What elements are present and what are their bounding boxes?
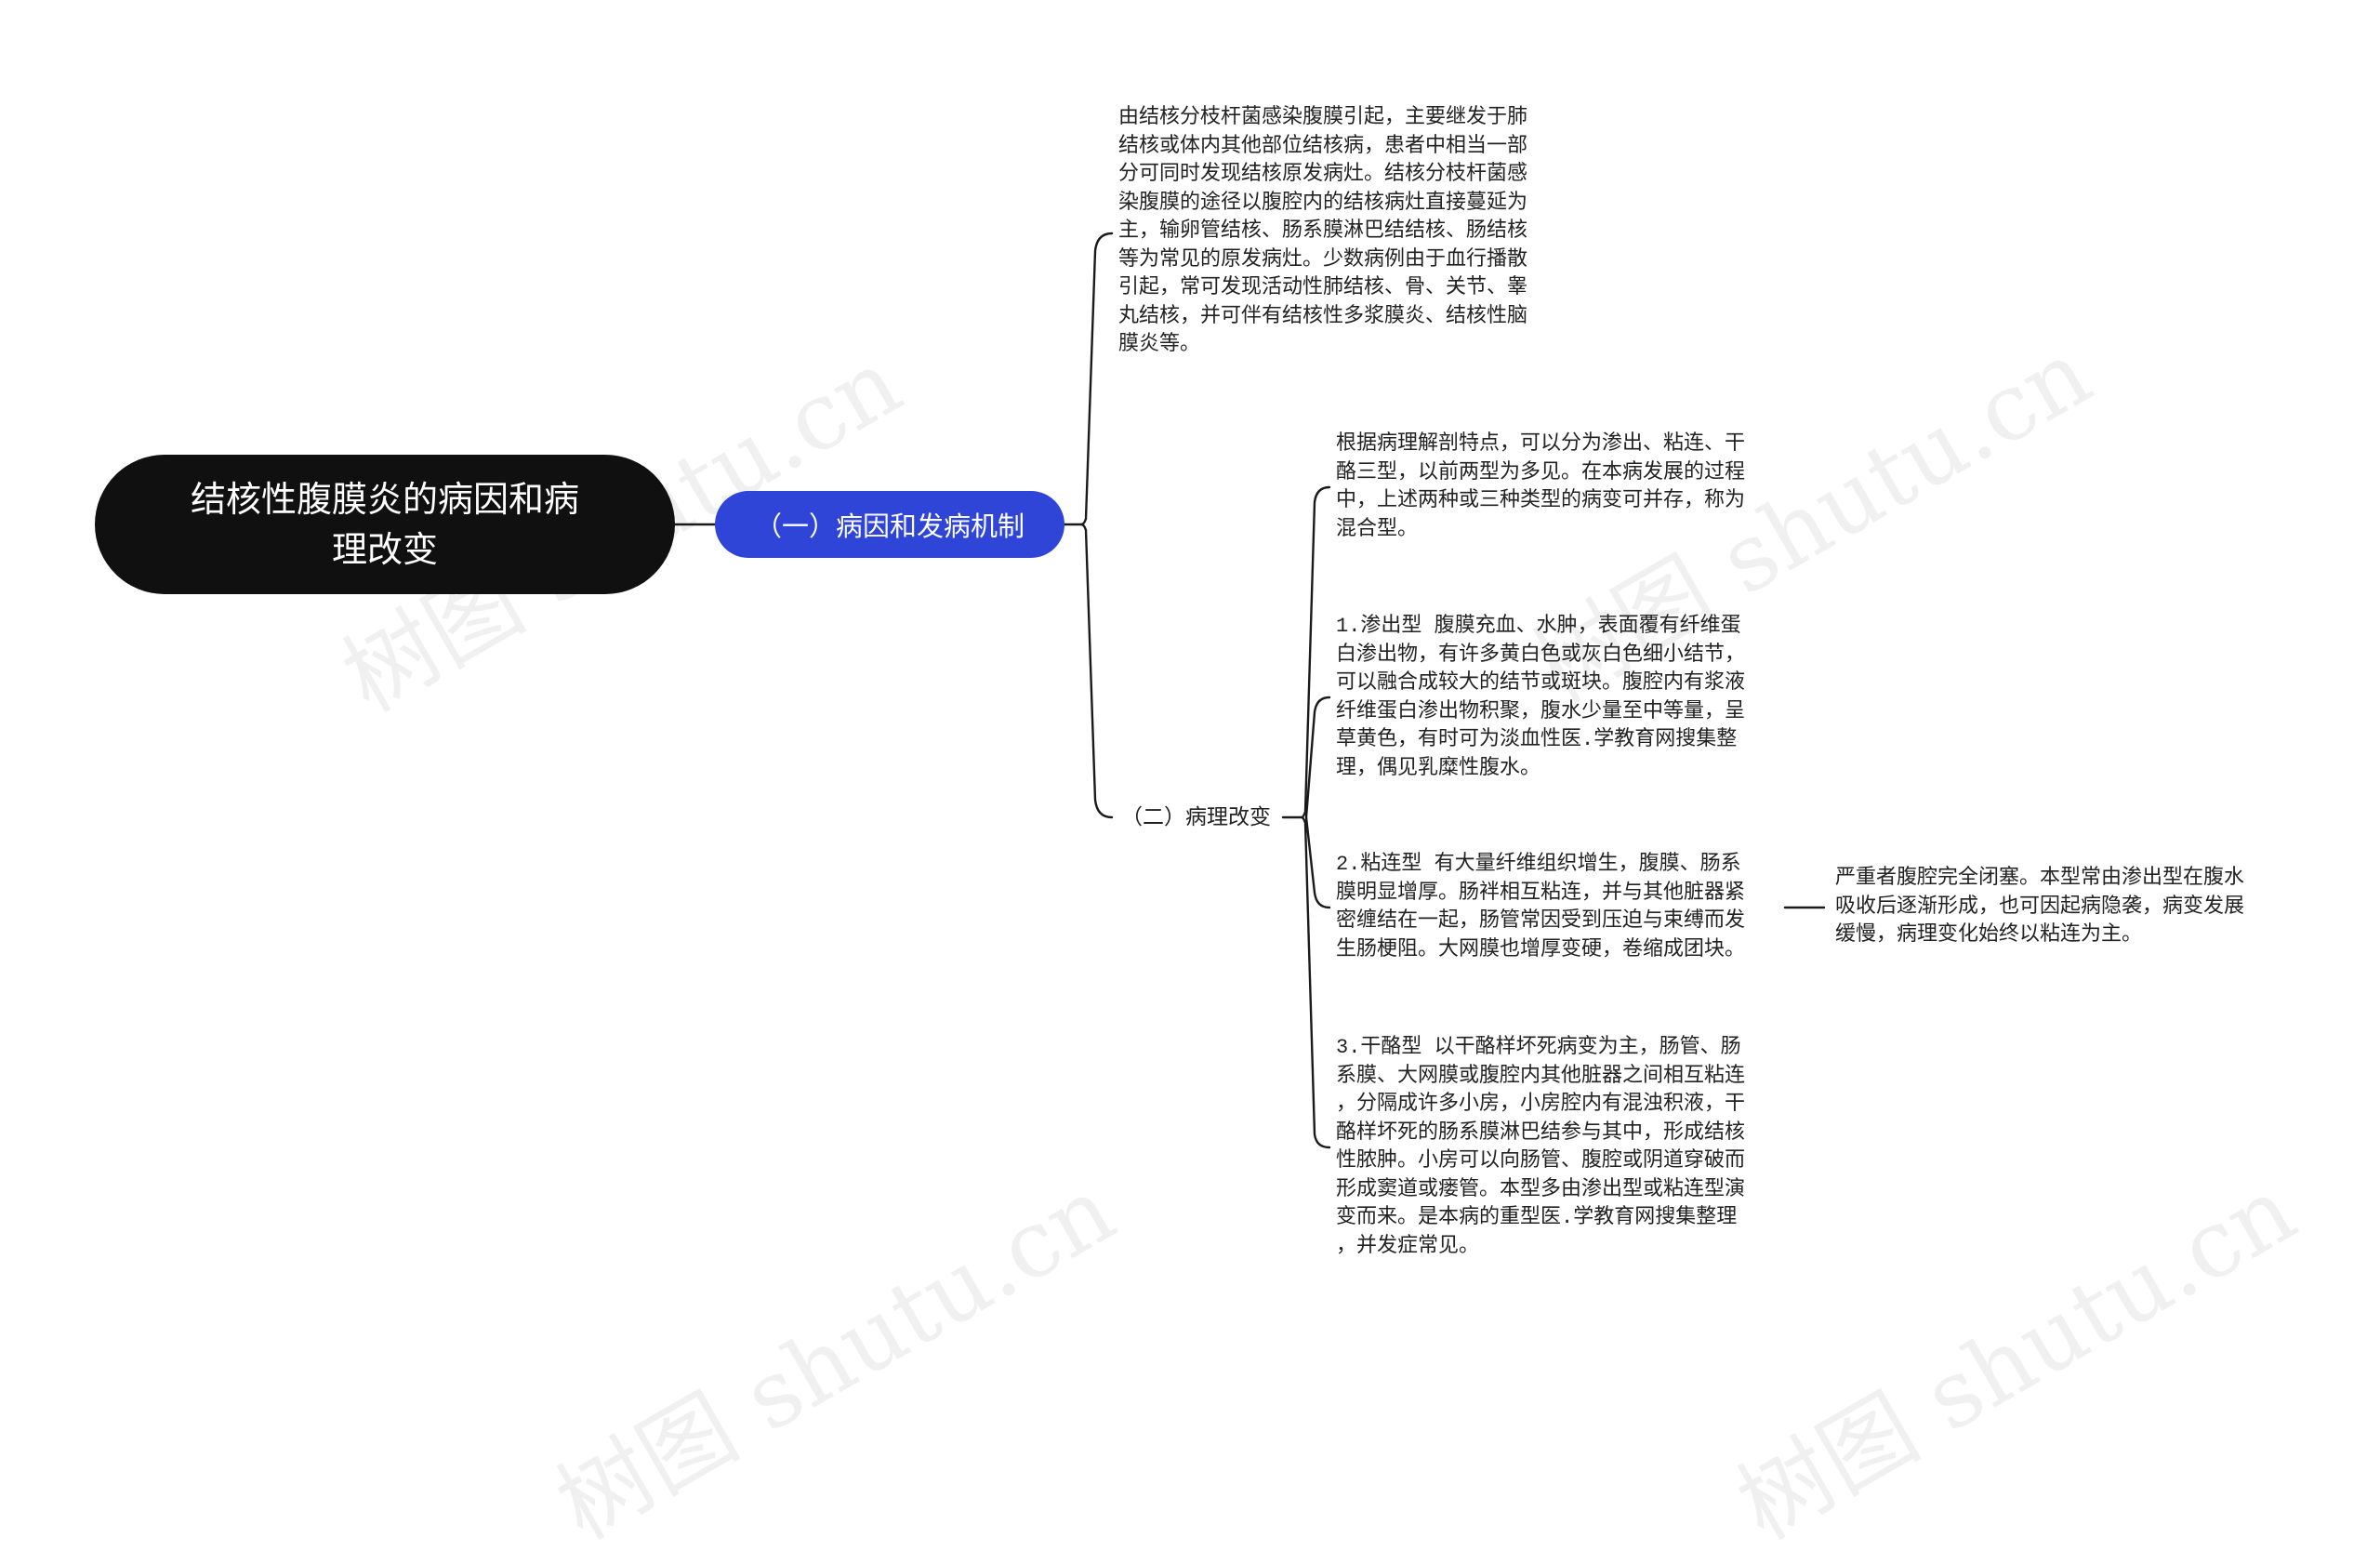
pathology-intro-text: 根据病理解剖特点，可以分为渗出、粘连、干 酪三型，以前两型为多见。在本病发展的过… <box>1336 432 1746 541</box>
branch-pathology-label: （二）病理改变 <box>1121 805 1271 829</box>
branch-cause-node[interactable]: （一）病因和发病机制 <box>715 491 1064 558</box>
connector-cause-bracket <box>1079 232 1114 819</box>
connector-pathology-mid1 <box>1304 696 1331 819</box>
pathology-adhesive-text: 2.粘连型 有大量纤维组织增生，腹膜、肠系 膜明显增厚。肠袢相互粘连，并与其他脏… <box>1336 853 1746 961</box>
root-title: 结核性腹膜炎的病因和病 理改变 <box>190 479 579 570</box>
branch-pathology-node[interactable]: （二）病理改变 <box>1121 799 1298 836</box>
connector-pathology-mid2 <box>1304 815 1331 909</box>
pathology-exudative-text: 1.渗出型 腹膜充血、水肿，表面覆有纤维蛋 白渗出物，有许多黄白色或灰白色细小结… <box>1336 615 1746 780</box>
branch-cause-label: （一）病因和发病机制 <box>754 510 1025 542</box>
connector-pathology-bracket <box>1300 485 1331 1149</box>
pathology-adhesive-detail-text: 严重者腹腔完全闭塞。本型常由渗出型在腹水 吸收后逐渐形成，也可因起病隐袭，病变发… <box>1835 867 2245 947</box>
cause-text: 由结核分枝杆菌感染腹膜引起，主要继发于肺 结核或体内其他部位结核病，患者中相当一… <box>1118 106 1528 356</box>
mindmap-canvas: 树图 shutu.cn 树图 shutu.cn 树图 shutu.cn 树图 s… <box>95 106 2313 1560</box>
connector-lines <box>673 232 1826 1149</box>
root-node[interactable]: 结核性腹膜炎的病因和病 理改变 <box>95 455 675 594</box>
pathology-caseous-text: 3.干酪型 以干酪样坏死病变为主，肠管、肠 系膜、大网膜或腹腔内其他脏器之间相互… <box>1336 1036 1746 1258</box>
